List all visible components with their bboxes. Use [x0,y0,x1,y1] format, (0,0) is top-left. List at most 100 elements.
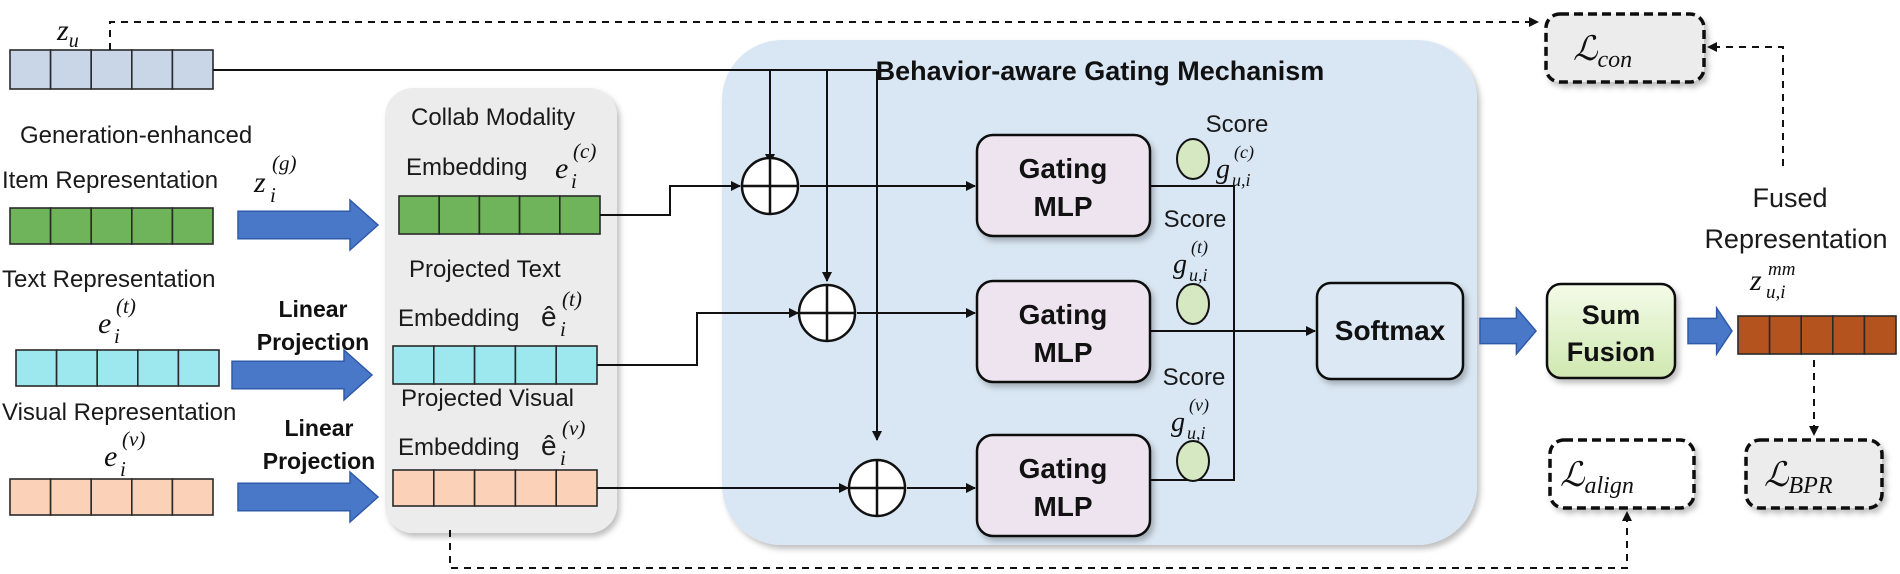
text-representation-cell [177,349,220,387]
text-rep-symbol: e [98,307,111,340]
adder-text [797,283,857,343]
projected-text-embedding-cell [473,345,517,385]
loss-align-box: ℒalign [1548,438,1696,510]
svg-text:Fusion: Fusion [1567,337,1656,367]
score-symbol-collab: g [1216,154,1230,185]
loss-con-box: ℒcon [1544,12,1706,84]
pvisual-symbol: ê [541,430,557,461]
projected-visual-embedding-cell [473,469,517,507]
pvisual-sup: (v) [562,416,585,440]
pvisual-sub: i [560,446,566,470]
svg-text:ℒcon: ℒcon [1573,31,1632,73]
gating-mlp-text: Gating MLP [975,279,1152,384]
loss-bpr-box: ℒBPR [1744,438,1884,510]
fused-representation-bar [1737,315,1897,355]
generation-item-cell [131,207,174,245]
collab-embedding-cell [478,195,521,235]
svg-text:Sum: Sum [1582,300,1641,330]
user-embedding-cell [9,49,52,90]
generation-item-cell [90,207,133,245]
generation-sup: (g) [272,151,297,175]
projected-visual-embedding-cell [432,469,476,507]
projected-text-embedding-cell [392,345,435,385]
collab-label-line2: Embedding [406,154,527,181]
collab-label-line1: Collab Modality [411,104,575,131]
projected-text-embedding-cell [514,345,558,385]
text-representation-cell [96,349,139,387]
visual-representation-cell [49,478,92,516]
text-rep-label: Text Representation [2,266,215,293]
score-dot-text [1176,283,1210,325]
collab-embedding-cell [518,195,561,235]
score-sup-text: (t) [1191,237,1208,258]
ptext-label-line2: Embedding [398,305,519,332]
generation-to-collab-arrow [237,198,380,252]
svg-text:Gating: Gating [1019,453,1108,484]
softmax-box: Softmax [1315,281,1465,381]
user-embedding-cell [90,49,133,90]
svg-text:Softmax: Softmax [1335,315,1446,346]
projected-visual-embedding-cell [555,469,598,507]
collab-sup: (c) [573,139,596,163]
projected-visual-embedding-cell [392,469,435,507]
svg-text:Gating: Gating [1019,153,1108,184]
text-representation-cell [55,349,98,387]
collab-symbol: e [555,152,568,185]
generation-symbol: z [253,166,266,199]
svg-text:MLP: MLP [1033,491,1092,522]
fused-sup: mm [1768,259,1795,280]
adders [740,156,907,518]
score-label-visual: Score [1163,364,1226,391]
score-symbol-text: g [1173,249,1187,280]
fused-representation-cell [1768,315,1802,355]
user-embedding-cell [131,49,174,90]
svg-text:MLP: MLP [1033,337,1092,368]
ptext-symbol: ê [541,301,557,332]
generation-item-cell [9,207,52,245]
text-representation-bar [15,349,220,387]
collab-sub: i [571,169,577,193]
connection-lines [213,69,1316,493]
generation-item-cell [171,207,214,245]
projection-label-text-2: Projection [257,329,369,355]
mechanism-title: Behavior-aware Gating Mechanism [876,56,1325,86]
fused-sub: u,i [1766,282,1786,303]
score-label-collab: Score [1206,111,1269,138]
visual-representation-cell [90,478,133,516]
projected-text-embedding-cell [432,345,476,385]
sum-fusion-box: Sum Fusion [1545,282,1677,380]
svg-text:ℒalign: ℒalign [1560,457,1634,499]
collab-embedding-cell [558,195,601,235]
projected-visual-embedding-bar [392,469,598,507]
user-embedding-bar [9,49,214,90]
visual-projection-arrow [237,470,380,524]
score-sup-visual: (v) [1189,395,1209,416]
visual-rep-sub: i [120,457,126,481]
generation-label-line1: Generation-enhanced [20,122,252,149]
text-representation-cell [15,349,58,387]
collab-embedding-cell [398,195,441,235]
adder-collab [740,156,800,216]
fused-representation-cell [1737,315,1771,355]
sum-to-fused-arrow [1687,305,1733,357]
softmax-to-sum-arrow [1479,305,1537,357]
visual-rep-sup: (v) [122,427,145,451]
score-sub-collab: u,i [1232,170,1251,190]
adder-visual [847,458,907,518]
svg-text:MLP: MLP [1033,191,1092,222]
projected-visual-embedding-cell [514,469,558,507]
score-symbol-visual: g [1171,407,1185,438]
svg-text:Gating: Gating [1019,299,1108,330]
collab-embedding-cell [438,195,481,235]
score-sub-text: u,i [1189,265,1208,285]
svg-text:ℒBPR: ℒBPR [1764,457,1833,499]
projected-text-embedding-bar [392,345,598,385]
ptext-sub: i [560,317,566,341]
generation-label-line2: Item Representation [2,167,218,194]
gating-mlp-collab: Gating MLP [975,133,1152,238]
fused-label-line2: Representation [1704,224,1887,254]
text-rep-sub: i [114,324,120,348]
projected-text-embedding-cell [555,345,598,385]
fused-representation-cell [1832,315,1866,355]
